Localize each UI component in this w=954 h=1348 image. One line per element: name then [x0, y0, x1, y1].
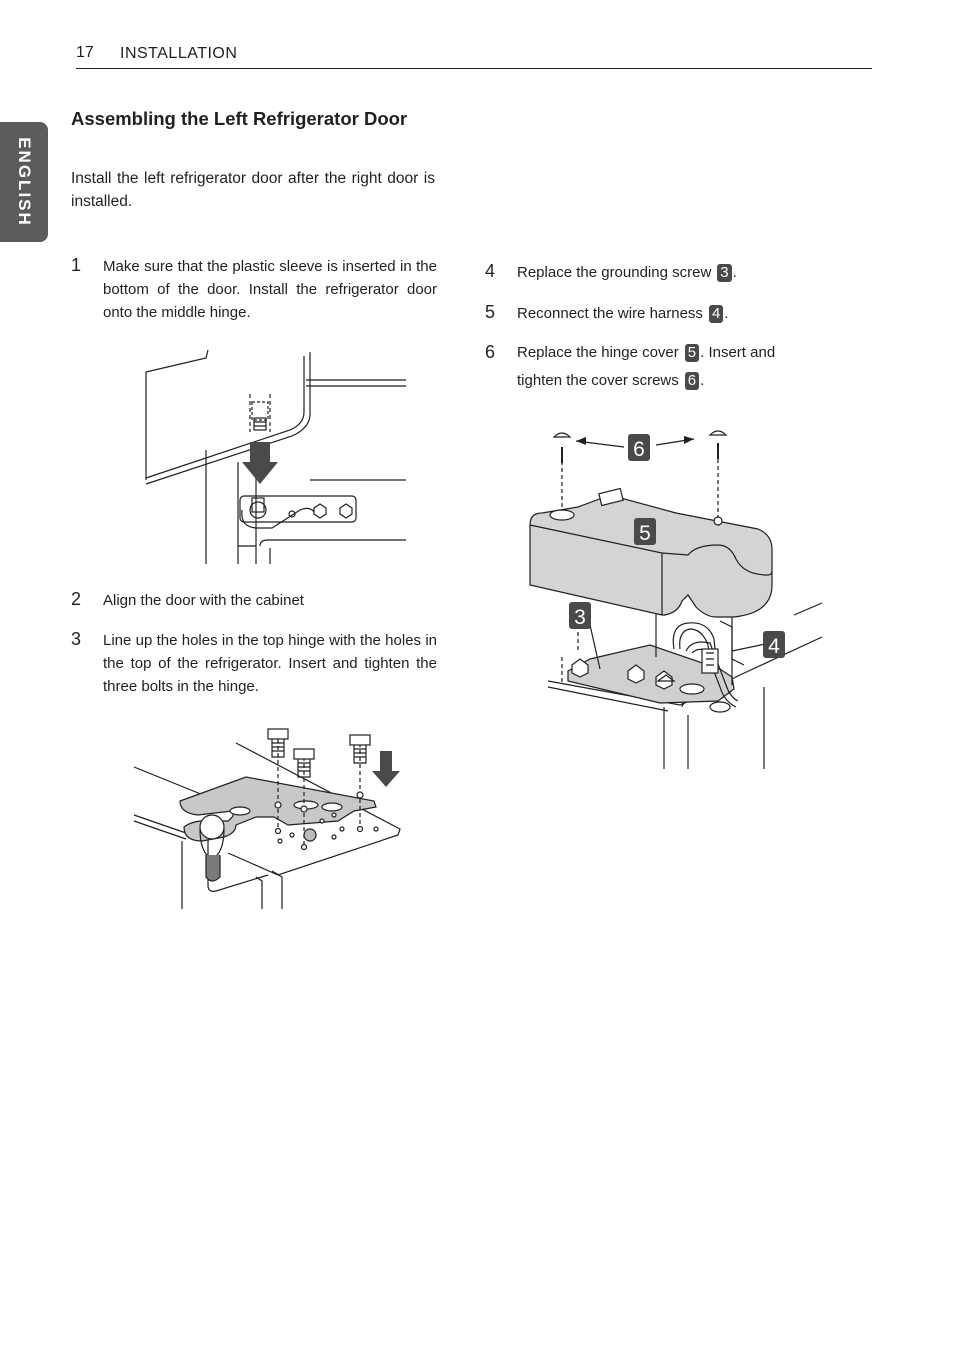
callout-3: 3	[574, 606, 586, 629]
step-number: 6	[485, 342, 496, 362]
page-title: Assembling the Left Refrigerator Door	[71, 108, 408, 129]
section-title: INSTALLATION	[120, 45, 238, 62]
step-number: 5	[485, 302, 496, 322]
figure-middle-hinge	[140, 350, 410, 568]
step-text: Align the door with the cabinet	[103, 592, 304, 609]
step-text-main: Replace the grounding screw	[517, 264, 712, 281]
step-text: Replace the grounding screw 3.	[517, 261, 843, 284]
ref-badge: 6	[684, 372, 700, 390]
ref-badge: 3	[717, 264, 732, 282]
step-text-b: . Insert and tighten the cover screws	[517, 344, 776, 389]
page-header: 17 INSTALLATION	[76, 44, 872, 69]
step-text-end: .	[732, 264, 737, 281]
step-number: 1	[71, 255, 82, 275]
callout-6: 6	[633, 438, 645, 461]
intro-paragraph: Install the left refrigerator door after…	[71, 170, 435, 210]
step-text-a: Replace the hinge cover	[517, 344, 679, 361]
step-text: Make sure that the plastic sleeve is ins…	[103, 258, 437, 321]
callout-4: 4	[768, 635, 780, 658]
step-text: Line up the holes in the top hinge with …	[103, 632, 437, 695]
language-tab-label: ENGLISH	[15, 137, 34, 227]
language-tab: ENGLISH	[0, 122, 48, 242]
callout-5: 5	[639, 522, 651, 545]
figure-hinge-cover: 6 5 3 4	[520, 425, 825, 770]
ref-badge: 5	[684, 344, 700, 362]
step-text: Reconnect the wire harness 4.	[517, 302, 843, 325]
step-text-main: Reconnect the wire harness	[517, 305, 703, 322]
step-number: 3	[71, 629, 82, 649]
step-number: 4	[485, 261, 496, 281]
ref-badge: 4	[708, 305, 724, 323]
figure-top-hinge-bolts	[128, 725, 408, 911]
step-text: Replace the hinge cover 5. Insert and tig…	[517, 339, 817, 395]
step-number: 2	[71, 589, 82, 609]
step-text-end: .	[724, 305, 729, 322]
page-number: 17	[76, 44, 94, 61]
step-text-end: .	[700, 372, 705, 389]
